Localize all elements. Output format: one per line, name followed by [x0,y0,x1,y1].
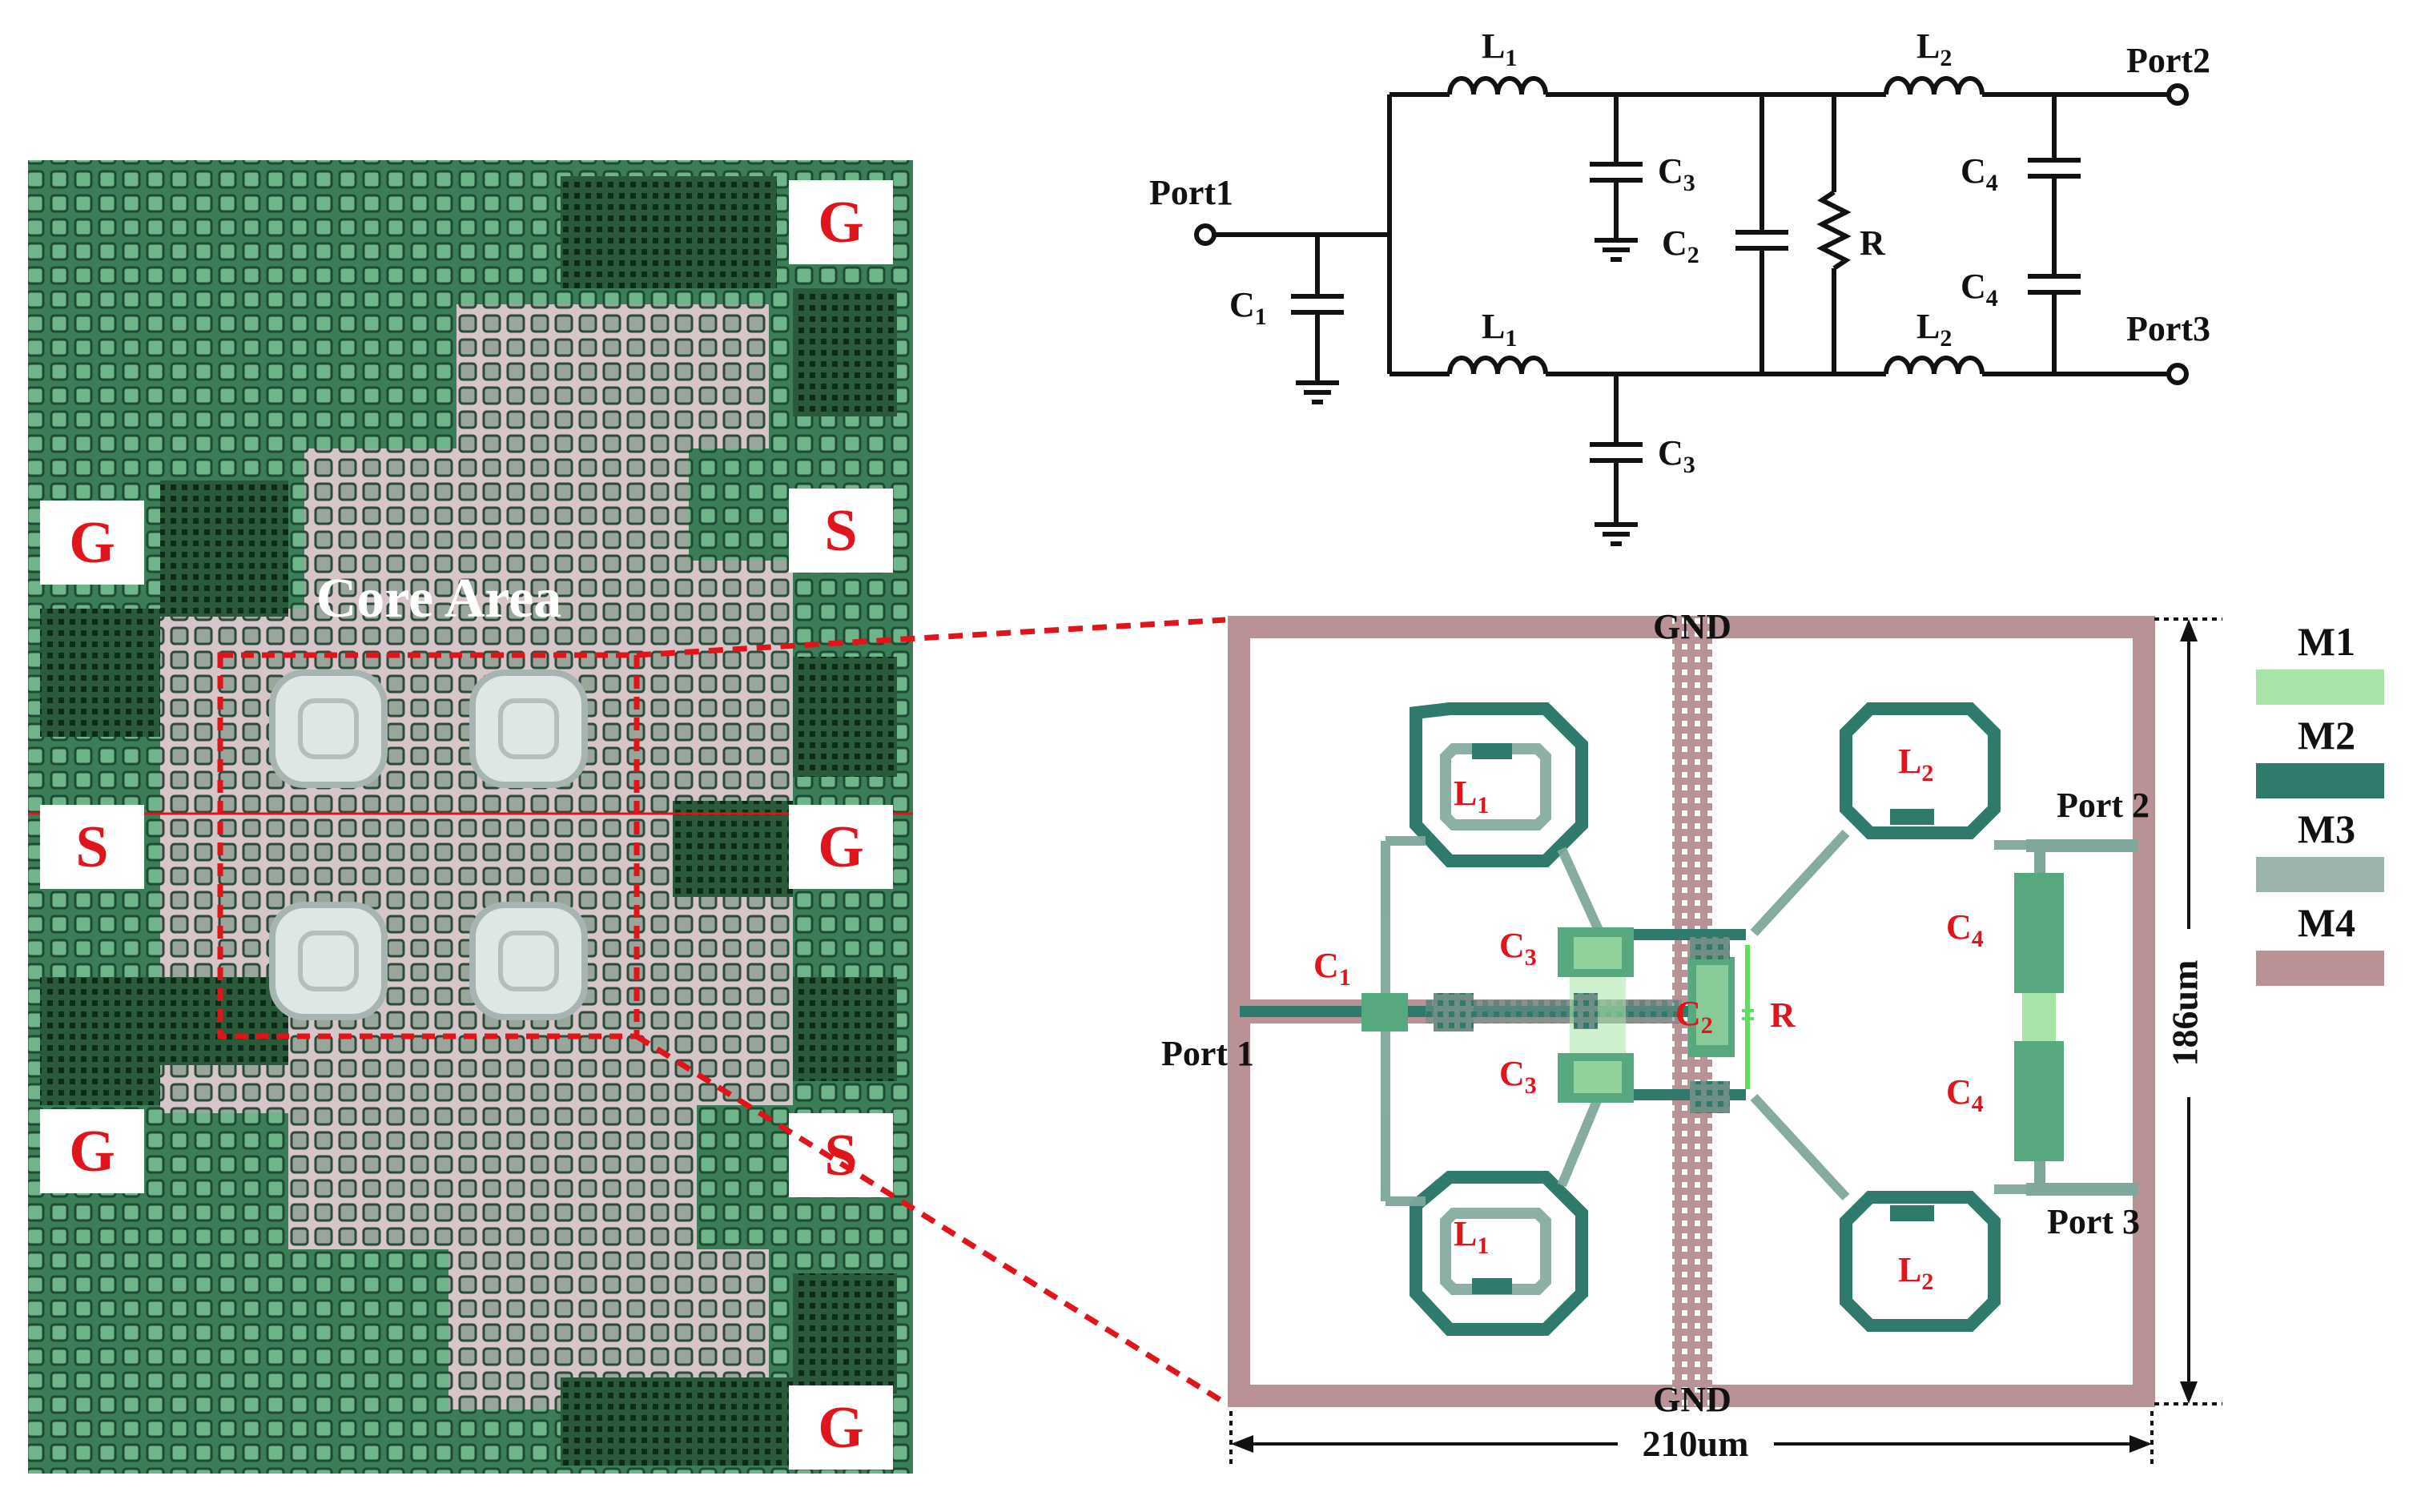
gnd-bottom-label: GND [1653,1380,1731,1419]
port2-label: Port2 [2126,41,2210,80]
height-dimension-label: 186um [2165,960,2206,1067]
l2-top-label: L2 [1916,26,1952,71]
pad-g-top-right: G [789,180,893,264]
pad-via-arrays [40,176,897,1466]
pad-g-right-center: G [789,805,893,889]
pad-label: G [818,190,864,255]
layout-l2-top [1840,702,2001,839]
layout-c2-label: C2 [1675,994,1713,1039]
pad-s-right-upper: S [789,489,893,573]
layout-l1a-label: L1 [1454,774,1489,818]
legend-m2-swatch [2256,763,2384,798]
pad-s-right-lower: S [789,1113,893,1197]
pad-label: G [818,814,864,880]
c4-top-label: C4 [1961,151,1998,196]
l1-bottom-label: L1 [1482,307,1517,352]
layout-l2a-label: L2 [1898,742,1933,786]
legend-m3-swatch [2256,857,2384,892]
core-area-label: Core Area [316,568,562,629]
metal-layer-legend: M1 M2 M3 M4 [2256,619,2384,986]
resistor-label: R [1860,223,1886,263]
layout-port2-label: Port 2 [2057,786,2150,825]
layout-port1-label: Port 1 [1161,1034,1254,1073]
pad-label: G [69,510,115,576]
l1-bottom-inductor [1447,356,1548,375]
layout-c1-label: C1 [1313,946,1351,991]
layout-l2-bottom [1840,1191,2001,1332]
port1-label: Port1 [1149,173,1233,212]
l2-bottom-inductor [1884,356,1985,375]
port2-terminal [2166,83,2189,106]
c3-bottom-label: C3 [1658,433,1695,478]
layout-r-label: R [1770,995,1796,1035]
pad-s-left-center: S [40,805,144,889]
layout-c4-top [2014,873,2064,993]
micrograph-inductors [269,670,588,1020]
layout-l1-bottom [1410,1171,1588,1336]
layout-c4-bottom [2014,1041,2064,1161]
pad-label: G [818,1395,864,1461]
l1-top-inductor [1447,76,1548,95]
legend-m1-label: M1 [2298,619,2355,664]
port3-terminal [2166,363,2189,385]
layout-c2 [1688,937,1735,1113]
zoom-connectors [635,617,1227,1405]
layout-l1-top [1410,702,1588,867]
core-area-box [217,652,640,1040]
width-dimension-label: 210um [1643,1423,1749,1464]
chip-micrograph: G S G S G S G G Cor [28,160,913,1474]
layout-c3a-label: C3 [1499,926,1537,971]
layout-c4a-label: C4 [1946,907,1984,952]
layout-c3-bottom [1558,1053,1634,1103]
l1-top-label: L1 [1482,26,1517,71]
legend-m3-label: M3 [2298,806,2355,851]
port3-feed [2026,1183,2138,1196]
dimension-width [1229,1411,2154,1466]
layout-port3-label: Port 3 [2047,1202,2140,1241]
layout-c3-top [1558,927,1634,977]
dimension-height [2154,617,2222,1405]
l2-top-inductor [1884,76,1985,95]
port2-feed [2026,839,2138,852]
pad-g-left-upper: G [40,501,144,585]
resistor-zigzag [1816,190,1852,271]
l2-bottom-label: L2 [1916,307,1952,352]
legend-m4-label: M4 [2298,900,2355,945]
gnd-top-label: GND [1653,607,1731,646]
layout-c1 [1361,993,1408,1031]
layout-l1b-label: L1 [1454,1214,1489,1259]
pad-g-bottom-right: G [789,1385,893,1470]
legend-m4-swatch [2256,951,2384,986]
c1-label: C1 [1229,285,1267,330]
pad-label: S [75,814,108,880]
legend-m1-swatch [2256,670,2384,705]
layout-c4b-label: C4 [1946,1072,1984,1117]
layout-view: GND GND Port 1 Port 2 Port 3 L1 L1 L2 L2… [1161,607,2222,1466]
circuit-labels: Port1 Port2 Port3 L1 L1 L2 L2 C1 C3 C2 C… [1149,26,2210,478]
pad-g-left-lower: G [40,1109,144,1193]
legend-m2-label: M2 [2298,713,2355,758]
core-metal-region [160,304,793,1409]
port1-terminal [1194,223,1217,246]
circuit-schematic [1194,76,2189,546]
layout-l2b-label: L2 [1898,1250,1933,1295]
c4-bottom-label: C4 [1961,267,1998,312]
layout-c3b-label: C3 [1499,1054,1537,1099]
pad-label: G [69,1119,115,1184]
port3-label: Port3 [2126,309,2210,348]
c2-label: C2 [1662,223,1699,268]
c3-top-label: C3 [1658,151,1695,196]
pad-label: S [824,498,857,564]
